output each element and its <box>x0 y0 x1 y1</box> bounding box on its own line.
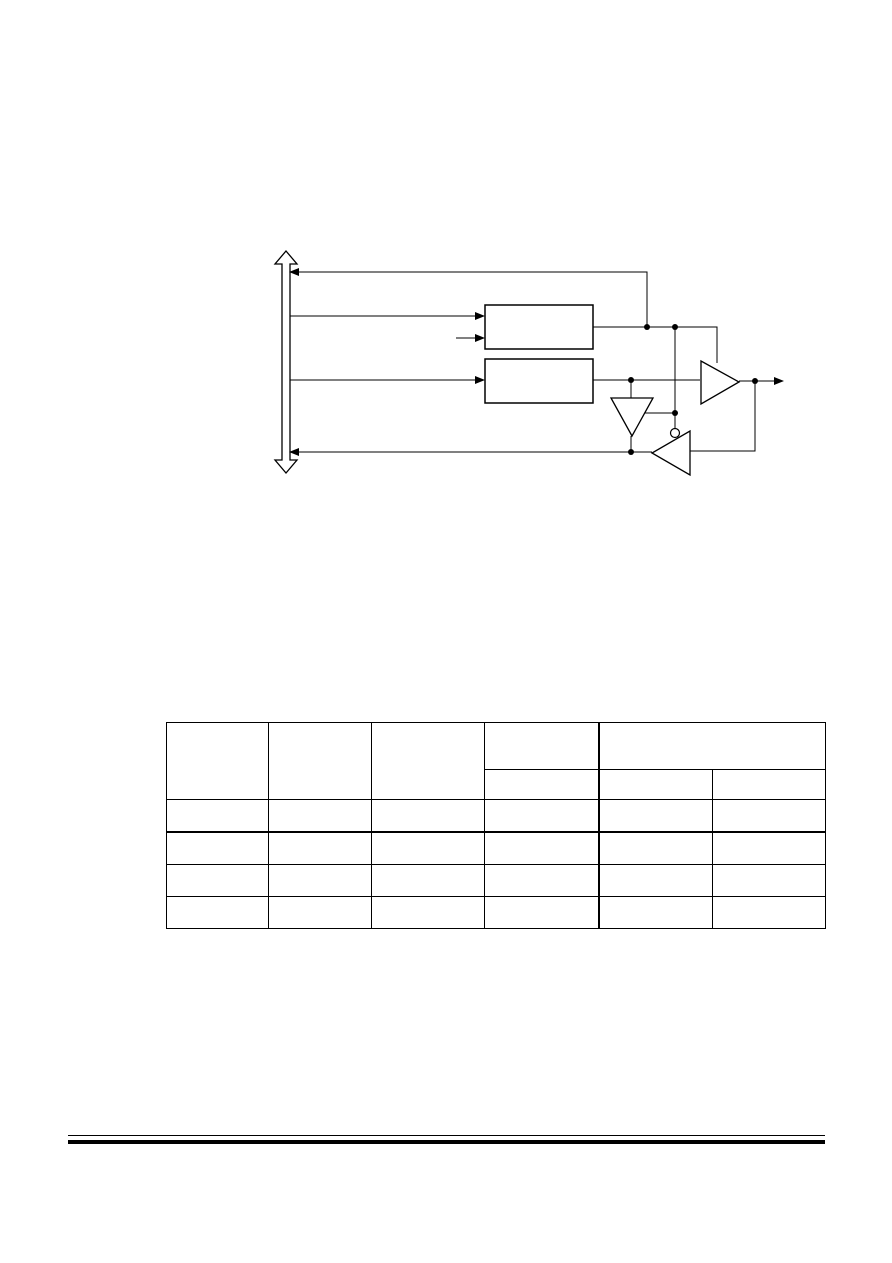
table-cell <box>484 864 599 897</box>
table-cell <box>597 896 713 929</box>
table-cell <box>268 799 372 833</box>
port-block-diagram <box>273 249 784 477</box>
register-summary-table <box>166 722 826 929</box>
table-cell <box>166 831 269 865</box>
data-latch-box <box>484 304 594 350</box>
table-cell <box>371 864 485 897</box>
table-cell <box>712 799 826 833</box>
table-cell <box>712 864 826 897</box>
footer-rule-thin <box>68 1135 825 1136</box>
table-cell <box>712 831 826 865</box>
table-row <box>166 831 826 865</box>
inversion-bubble <box>669 427 681 439</box>
table-cell <box>484 799 599 833</box>
table-cell <box>268 831 372 865</box>
table-row <box>166 799 826 833</box>
table-header-cell <box>597 722 826 770</box>
table-cell <box>712 896 826 929</box>
table-cell <box>597 799 713 833</box>
table-cell <box>268 896 372 929</box>
table-cell <box>597 831 713 865</box>
table-header-cell <box>268 722 372 800</box>
table-header-row <box>166 722 826 800</box>
table-row <box>166 896 826 929</box>
table-cell <box>268 864 372 897</box>
table-cell <box>484 896 599 929</box>
table-cell <box>166 799 269 833</box>
table-cell <box>597 864 713 897</box>
tris-latch-box <box>484 358 594 404</box>
table-cell <box>371 799 485 833</box>
table-header-cell <box>484 769 599 800</box>
data-bus-arrow <box>273 249 299 475</box>
table-header-cell <box>484 722 599 770</box>
footer-rule-thick <box>68 1140 825 1144</box>
output-driver-icon <box>700 359 741 406</box>
table-row <box>166 864 826 897</box>
data-latch-output-line <box>593 326 718 363</box>
table-header-cell <box>712 769 826 800</box>
table-header-row <box>167 769 826 800</box>
table-cell <box>484 831 599 865</box>
readback-line-top <box>289 268 648 327</box>
table-header-cell <box>597 769 713 800</box>
table-header-cell <box>166 722 269 800</box>
table-header-cell <box>371 722 485 800</box>
table-cell <box>166 896 269 929</box>
junction-dot <box>628 449 634 455</box>
junction-dot <box>644 324 650 330</box>
pin-readback-line <box>690 381 756 452</box>
table-cell <box>371 831 485 865</box>
tris-read-buffer-icon <box>609 397 655 438</box>
table-cell <box>371 896 485 929</box>
table-cell <box>166 864 269 897</box>
input-buffer-icon <box>650 429 691 477</box>
